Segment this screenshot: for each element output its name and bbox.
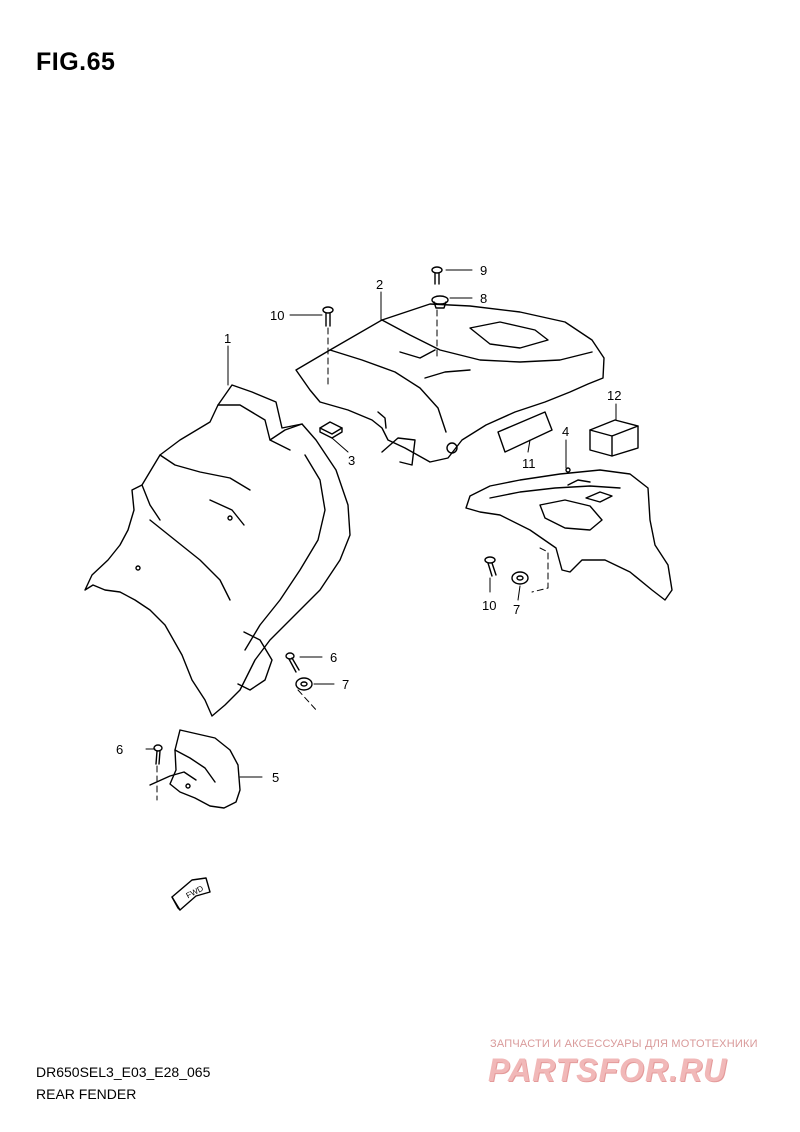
bolt-10-top [322,306,334,327]
figure-title: FIG.65 [36,48,116,76]
callout-7-right: 7 [513,602,520,617]
bolt-6-top [285,652,300,673]
mud-flap-part [149,729,241,809]
grommet-8 [431,295,449,309]
callout-6-bottom: 6 [116,742,123,757]
callout-10-top: 10 [270,308,284,323]
watermark-text: ЗАПЧАСТИ И АКСЕССУАРЫ ДЛЯ МОТОТЕХНИКИ [490,1038,758,1050]
nut-7-top [295,677,313,691]
watermark-logo: PARTSFOR.RU [488,1052,728,1088]
callout-5: 5 [272,770,279,785]
callout-7-left: 7 [342,677,349,692]
cushion-12-part [589,419,639,457]
callout-10-bottom: 10 [482,598,496,613]
reflector-11-part [497,411,553,453]
callout-9: 9 [480,263,487,278]
figure-name: REAR FENDER [36,1086,137,1102]
callout-11: 11 [522,456,536,471]
rear-fender-part [295,303,605,466]
clip-part [319,421,343,439]
callout-3: 3 [348,453,355,468]
figure-code: DR650SEL3_E03_E28_065 [36,1064,211,1080]
callout-2: 2 [376,277,383,292]
bolt-10-right [484,556,497,577]
alignment-lines [156,309,549,801]
nut-7-bottom [511,571,529,585]
inner-rear-fender-part [84,384,351,717]
callout-12: 12 [607,388,621,403]
leader-lines [145,269,617,778]
callout-4: 4 [562,424,569,439]
callout-6-top: 6 [330,650,337,665]
callout-8: 8 [480,291,487,306]
bolt-6-bottom [153,744,163,765]
screw-9 [431,266,443,285]
callout-1: 1 [224,331,231,346]
fender-bracket-part [465,467,673,601]
fwd-arrow: FWD [171,877,211,911]
